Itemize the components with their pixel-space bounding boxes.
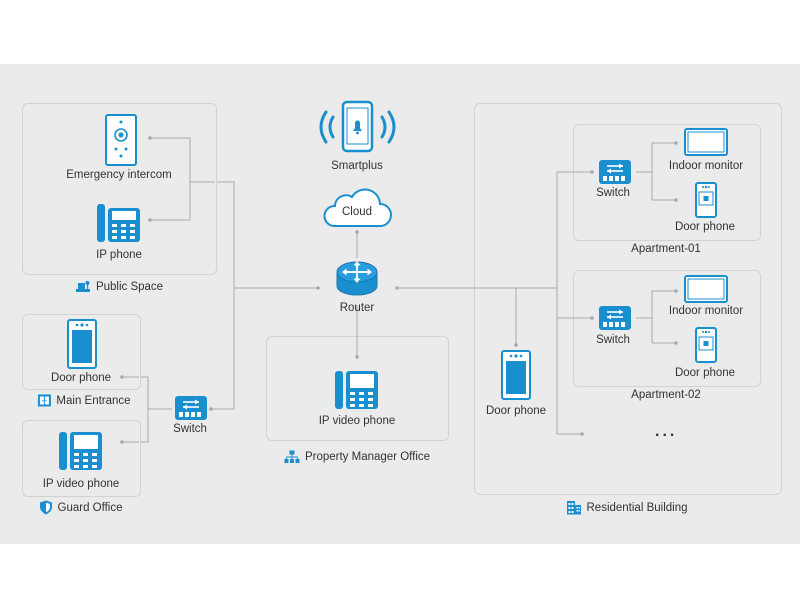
residential-building-label: Residential Building — [586, 501, 688, 514]
main-entrance-group-label: Main Entrance — [37, 394, 131, 407]
door-phone-icon — [695, 327, 717, 363]
router-device — [334, 256, 380, 305]
indoor-monitor-icon — [684, 128, 728, 156]
indoor-monitor-icon — [684, 275, 728, 303]
indoor-monitor-apt2-label: Indoor monitor — [668, 305, 744, 317]
ip-video-phone-guard-device — [58, 430, 104, 477]
public-space-icon — [75, 281, 90, 292]
door-phone-building-label: Door phone — [485, 405, 547, 417]
indoor-monitor-apt1-device — [684, 128, 728, 163]
apartment-01-label: Apartment-01 — [631, 243, 701, 255]
property-manager-label: Property Manager Office — [304, 451, 431, 463]
switch-icon — [599, 306, 631, 330]
residential-building-group-label: Residential Building — [566, 500, 688, 515]
org-chart-icon — [284, 450, 300, 463]
guard-office-label: Guard Office — [57, 501, 123, 514]
video-phone-icon — [59, 432, 102, 470]
desk-phone-icon — [97, 204, 140, 242]
ip-phone-device — [96, 202, 142, 249]
emergency-intercom-device — [105, 114, 137, 171]
guard-office-group-label: Guard Office — [40, 500, 123, 515]
public-space-group-label: Public Space — [75, 280, 163, 293]
door-phone-icon — [67, 319, 97, 369]
smartplus-device — [310, 98, 405, 161]
entrance-door-icon — [37, 394, 51, 407]
door-phone-icon — [695, 182, 717, 218]
switch-icon — [175, 396, 207, 420]
door-phone-apt2-label: Door phone — [674, 367, 736, 379]
door-phone-building-device — [501, 350, 531, 405]
door-phone-apt2-device — [695, 327, 717, 368]
switch-apt2-label: Switch — [596, 334, 630, 346]
property-manager-group-label: Property Manager Office — [284, 450, 430, 464]
ip-video-phone-pm-device — [334, 369, 380, 416]
switch-apt1-label: Switch — [596, 187, 630, 199]
door-phone-apt1-device — [695, 182, 717, 223]
emergency-intercom-icon — [105, 114, 137, 166]
router-label: Router — [339, 302, 375, 314]
switch-left-label: Switch — [173, 423, 207, 435]
indoor-monitor-apt1-label: Indoor monitor — [668, 160, 744, 172]
video-phone-icon — [335, 371, 378, 409]
indoor-monitor-apt2-device — [684, 275, 728, 310]
cloud-label: Cloud — [341, 206, 373, 218]
smartplus-label: Smartplus — [331, 160, 383, 172]
emergency-intercom-label: Emergency intercom — [66, 169, 172, 181]
router-icon — [336, 261, 378, 296]
switch-apt1-device — [598, 159, 632, 190]
switch-left-device — [174, 395, 208, 426]
door-phone-apt1-label: Door phone — [674, 221, 736, 233]
door-phone-icon — [501, 350, 531, 400]
switch-apt2-device — [598, 305, 632, 336]
apartment-02-label: Apartment-02 — [631, 389, 701, 401]
door-phone-main-label: Door phone — [50, 372, 112, 384]
door-phone-main-device — [67, 319, 97, 374]
ip-video-phone-guard-label: IP video phone — [42, 478, 120, 490]
ip-video-phone-pm-label: IP video phone — [318, 415, 396, 427]
more-apartments-ellipsis: ... — [655, 423, 678, 440]
shield-icon — [40, 500, 52, 515]
smartphone-wifi-icon — [319, 100, 396, 153]
cloud-icon — [323, 188, 392, 227]
main-entrance-label: Main Entrance — [56, 394, 131, 407]
switch-icon — [599, 160, 631, 184]
ip-phone-label: IP phone — [96, 249, 142, 261]
cloud-device — [320, 188, 395, 237]
public-space-label: Public Space — [95, 280, 164, 293]
building-icon — [566, 501, 581, 515]
